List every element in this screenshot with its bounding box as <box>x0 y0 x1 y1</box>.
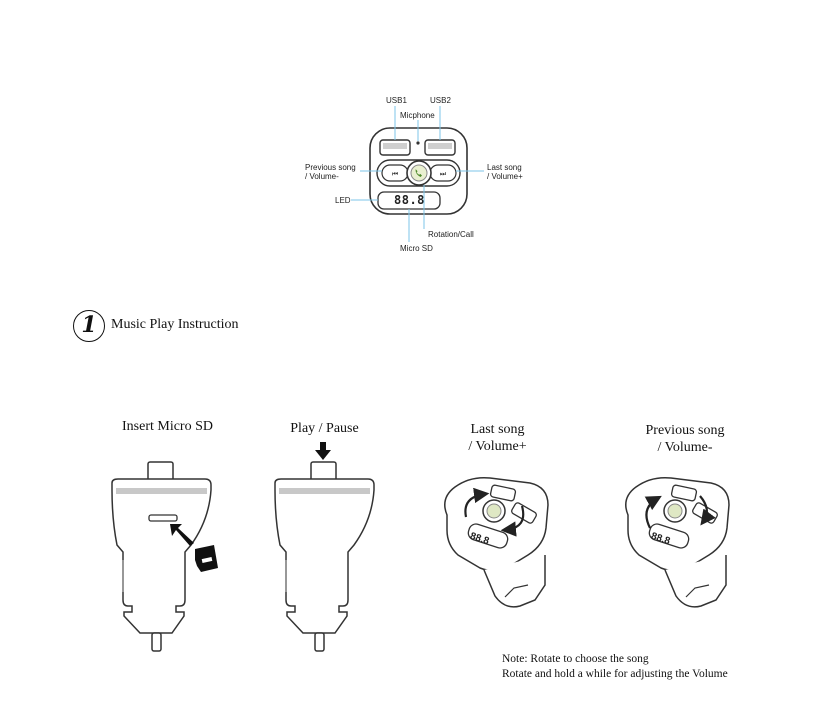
label-previous-line1: Previous song <box>305 163 356 172</box>
label-last-line2: / Volume+ <box>487 172 523 181</box>
section-number: 1 <box>81 312 97 338</box>
step-4-title-line2: / Volume- <box>657 440 713 455</box>
step-4-title-line1: Previous song <box>645 423 725 438</box>
step-2-charger <box>274 461 375 652</box>
phone-icon <box>410 164 428 182</box>
display-readout: 88.8 <box>394 193 425 207</box>
svg-text:⏭: ⏭ <box>440 171 447 178</box>
section-title: Music Play Instruction <box>111 317 239 332</box>
label-last-line1: Last song <box>487 163 522 172</box>
note-line1: Note: Rotate to choose the song <box>502 653 649 665</box>
label-usb2: USB2 <box>430 96 451 105</box>
step-3-title-line2: / Volume+ <box>468 439 527 454</box>
step-2-title: Play / Pause <box>290 421 359 436</box>
step-1-title: Insert Micro SD <box>122 419 213 434</box>
note-line2: Rotate and hold a while for adjusting th… <box>502 668 728 680</box>
step-4-rotate-arrows <box>644 495 716 529</box>
label-rotation-call: Rotation/Call <box>428 230 474 239</box>
label-usb1: USB1 <box>386 96 407 105</box>
step-1-microsd-card <box>195 545 218 572</box>
step-1-charger <box>111 461 212 652</box>
step-2-press-arrow <box>315 442 331 460</box>
step-1-insert-arrow <box>170 524 194 546</box>
label-previous-line2: / Volume- <box>305 172 339 181</box>
svg-text:⏮: ⏮ <box>392 171 398 178</box>
section-number-circle: 1 <box>73 310 105 342</box>
label-microphone: Micphone <box>400 111 435 120</box>
label-micro-sd: Micro SD <box>400 244 433 253</box>
step-3-charger <box>444 476 549 608</box>
microphone-hole <box>416 141 420 145</box>
step-3-title-line1: Last song <box>470 422 525 437</box>
step-4-charger <box>625 476 730 608</box>
label-led: LED <box>335 196 351 205</box>
leader-lines <box>351 106 484 242</box>
step-3-rotate-arrows <box>464 487 525 537</box>
